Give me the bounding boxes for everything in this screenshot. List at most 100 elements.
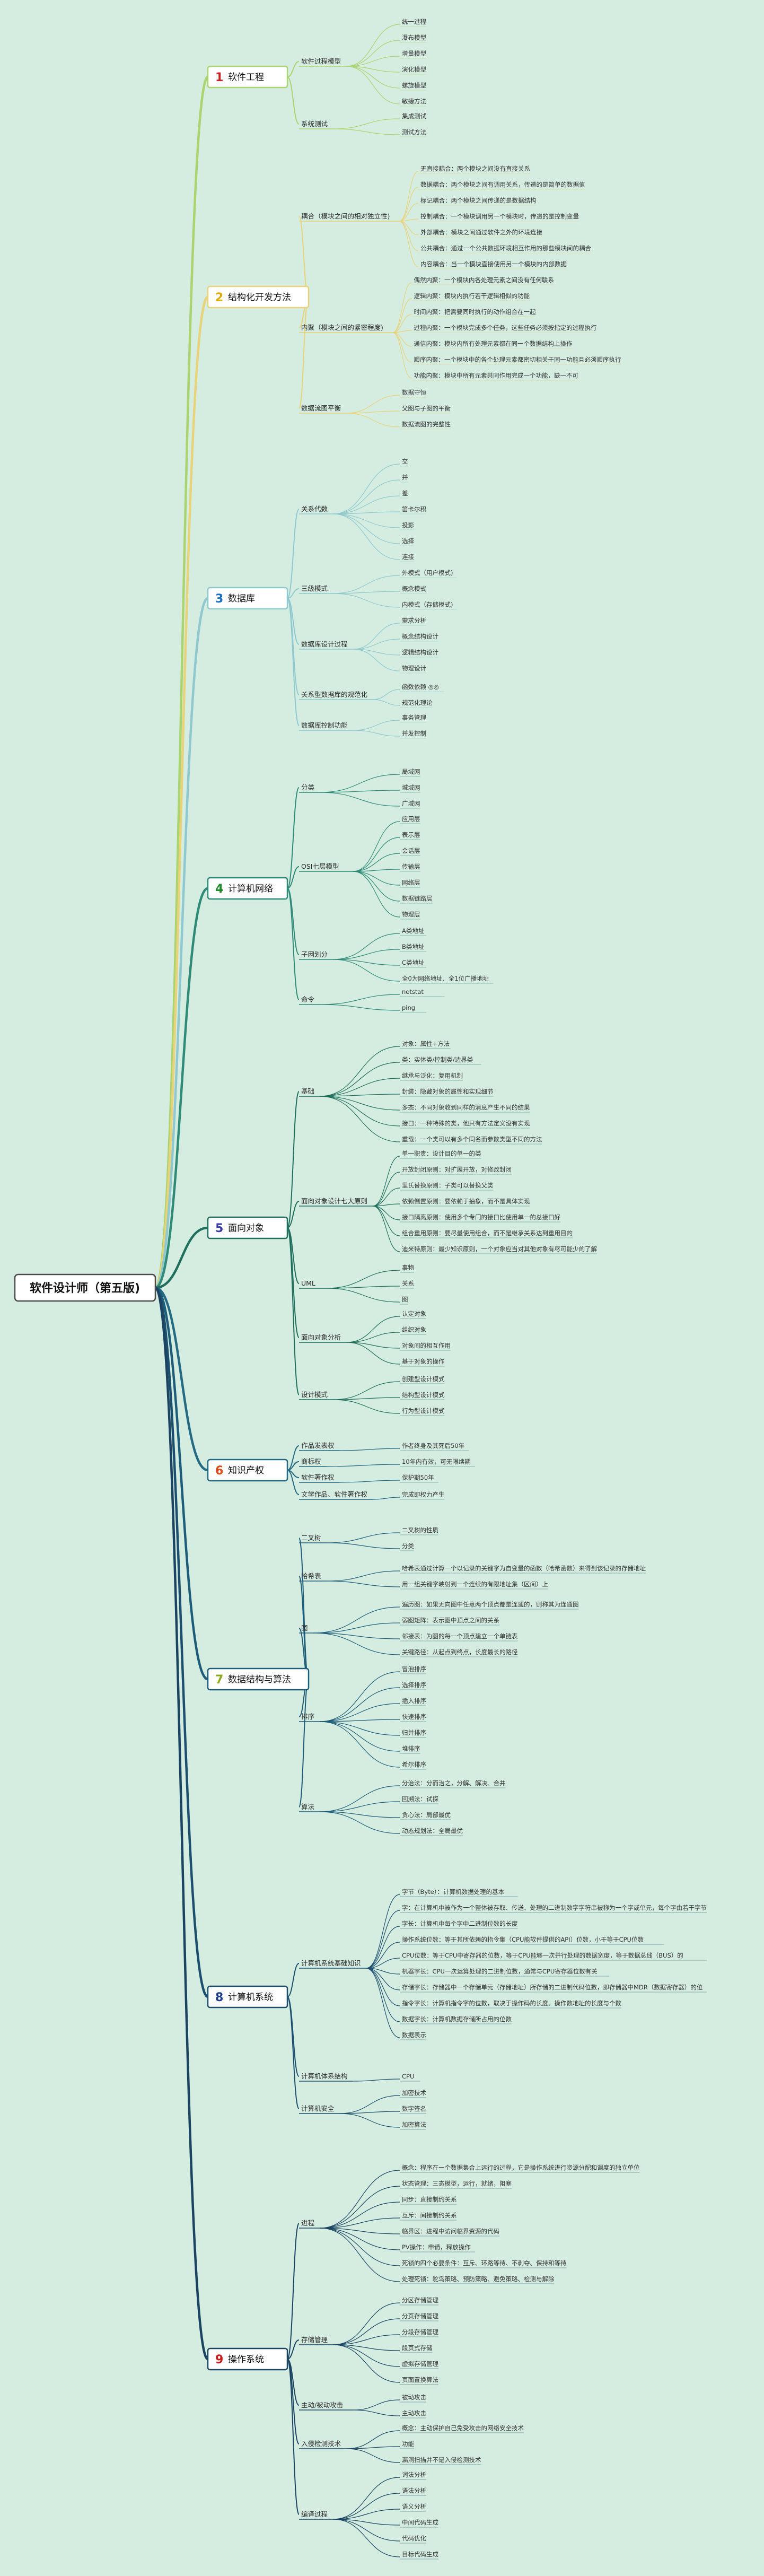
leaf-node[interactable]: 事务管理	[400, 714, 426, 723]
topic-node[interactable]: 数据流图平衡	[299, 404, 346, 414]
topic-node[interactable]: 文学作品、软件著作权	[299, 1490, 373, 1500]
leaf-node[interactable]: 全0为网络地址、全1位广播地址	[400, 975, 494, 984]
leaf-node[interactable]: 测试方法	[400, 128, 426, 137]
leaf-node[interactable]: 偶然内聚：一个模块内各处理元素之间没有任何联系	[411, 276, 555, 285]
leaf-node[interactable]: 螺旋模型	[400, 82, 426, 91]
leaf-node[interactable]: 交	[400, 458, 408, 467]
leaf-node[interactable]: 笛卡尔积	[400, 505, 426, 514]
topic-node[interactable]: 排序	[299, 1713, 320, 1722]
leaf-node[interactable]: 分区存储管理	[400, 2296, 438, 2306]
leaf-node[interactable]: 临界区：进程中访问临界资源的代码	[400, 2228, 499, 2237]
leaf-node[interactable]: 公共耦合：通过一个公共数据环境相互作用的那些模块间的耦合	[418, 244, 591, 254]
leaf-node[interactable]: 机器字长：CPU一次运算处理的二进制位数，通常与CPU寄存器位数有关	[400, 1968, 609, 1977]
topic-node[interactable]: 内聚（模块之间的紧密程度)	[299, 324, 393, 333]
leaf-node[interactable]: 继承与泛化：复用机制	[400, 1072, 463, 1081]
leaf-node[interactable]: B类地址	[400, 943, 426, 952]
leaf-node[interactable]: 外部耦合：模块之间通过软件之外的环境连接	[418, 229, 542, 238]
leaf-node[interactable]: 城域网	[400, 784, 420, 793]
topic-node[interactable]: 关系型数据库的规范化	[299, 691, 373, 700]
leaf-node[interactable]: 快速排序	[400, 1713, 426, 1722]
leaf-node[interactable]: 字：在计算机中被作为一个整体被存取、传送、处理的二进制数字字符串被称为一个字或单…	[400, 1904, 707, 1913]
leaf-node[interactable]: 组织对象	[400, 1326, 426, 1335]
leaf-node[interactable]: 页面置换算法	[400, 2376, 438, 2385]
leaf-node[interactable]: 概念模式	[400, 585, 426, 594]
leaf-node[interactable]: 创建型设计模式	[400, 1375, 445, 1384]
leaf-node[interactable]: 堆排序	[400, 1745, 420, 1754]
topic-node[interactable]: 计算机系统基础知识	[299, 1959, 366, 1969]
leaf-node[interactable]: 内容耦合：当一个模块直接使用另一个模块的内部数据	[418, 260, 567, 269]
leaf-node[interactable]: 物理设计	[400, 665, 426, 674]
topic-node[interactable]: 计算机安全	[299, 2105, 340, 2114]
leaf-node[interactable]: 单一职责：设计目的单一的类	[400, 1150, 481, 1159]
leaf-node[interactable]: 漏洞扫描并不是入侵检测技术	[400, 2456, 481, 2465]
leaf-node[interactable]: 字节（Byte）：计算机数据处理的基本	[400, 1888, 518, 1897]
leaf-node[interactable]: 分治法：分而治之，分解、解决、合并	[400, 1779, 506, 1788]
leaf-node[interactable]: 遍历图：如果无向图中任意两个顶点都是连通的，则称其为连通图	[400, 1601, 579, 1610]
root-node[interactable]: 软件设计师（第五版)	[14, 1273, 156, 1302]
leaf-node[interactable]: 虚拟存储管理	[400, 2360, 438, 2369]
topic-node[interactable]: 存储管理	[299, 2336, 333, 2345]
leaf-node[interactable]: 代码优化	[400, 2535, 426, 2544]
leaf-node[interactable]: 迪米特原则：最少知识原则，一个对象应当对其他对象有尽可能少的了解	[400, 1245, 597, 1254]
topic-node[interactable]: 子网划分	[299, 950, 333, 960]
leaf-node[interactable]: 重载：一个类可以有多个同名而参数类型不同的方法	[400, 1136, 542, 1145]
leaf-node[interactable]: 投影	[400, 521, 414, 530]
leaf-node[interactable]: 应用层	[400, 815, 420, 824]
leaf-node[interactable]: 字长：计算机中每个字中二进制位数的长度	[400, 1920, 518, 1929]
leaf-node[interactable]: 用一组关键字映射到一个连续的有限地址集（区间）上	[400, 1580, 548, 1590]
leaf-node[interactable]: 概念：主动保护自己免受攻击的网络安全技术	[400, 2424, 524, 2433]
topic-node[interactable]: 算法	[299, 1803, 320, 1812]
topic-node[interactable]: 命令	[299, 996, 320, 1005]
leaf-node[interactable]: 希尔排序	[400, 1761, 426, 1770]
leaf-node[interactable]: 被动攻击	[400, 2394, 426, 2403]
leaf-node[interactable]: 数据链路层	[400, 895, 433, 904]
leaf-node[interactable]: 数据字长：计算机数据存储所占用的位数	[400, 2015, 512, 2024]
leaf-node[interactable]: ping	[400, 1004, 426, 1013]
leaf-node[interactable]: 认定对象	[400, 1310, 426, 1319]
leaf-node[interactable]: 10年内有效，可无限续期	[400, 1458, 475, 1467]
leaf-node[interactable]: 关系	[400, 1280, 414, 1289]
leaf-node[interactable]: 段页式存储	[400, 2344, 433, 2353]
leaf-node[interactable]: 函数依赖 ◎◎	[400, 683, 445, 692]
leaf-node[interactable]: 加密算法	[400, 2121, 426, 2130]
leaf-node[interactable]: 演化模型	[400, 66, 426, 75]
leaf-node[interactable]: PV操作：申请，释放操作	[400, 2243, 475, 2252]
leaf-node[interactable]: 目标代码生成	[400, 2551, 438, 2560]
leaf-node[interactable]: 完成即权力产生	[400, 1491, 445, 1500]
topic-node[interactable]: 设计模式	[299, 1391, 333, 1400]
leaf-node[interactable]: 时间内聚：把需要同时执行的动作组合在一起	[411, 308, 536, 317]
leaf-node[interactable]: 逻辑结构设计	[400, 649, 438, 658]
leaf-node[interactable]: 连接	[400, 553, 414, 562]
leaf-node[interactable]: 指令字长：计算机指令字的位数，取决于操作码的长度、操作数地址的长度与个数	[400, 1999, 621, 2009]
leaf-node[interactable]: 动态规划法：全局最优	[400, 1827, 463, 1836]
leaf-node[interactable]: 加密技术	[400, 2089, 426, 2098]
leaf-node[interactable]: 主动攻击	[400, 2409, 426, 2418]
leaf-node[interactable]: 结构型设计模式	[400, 1391, 445, 1400]
topic-node[interactable]: 作品发表权	[299, 1442, 340, 1451]
leaf-node[interactable]: 对象间的相互作用	[400, 1342, 451, 1351]
leaf-node[interactable]: 选择	[400, 537, 414, 546]
leaf-node[interactable]: netstat	[400, 988, 445, 997]
topic-node[interactable]: 耦合（模块之间的相对独立性)	[299, 212, 399, 222]
leaf-node[interactable]: 选择排序	[400, 1681, 426, 1690]
leaf-node[interactable]: 功能内聚：模块中所有元素共同作用完成一个功能，缺一不可	[411, 372, 579, 381]
leaf-node[interactable]: 多态：不同对象收到同样的消息产生不同的结果	[400, 1104, 530, 1113]
leaf-node[interactable]: 瀑布模型	[400, 34, 426, 43]
leaf-node[interactable]: C类地址	[400, 959, 426, 968]
topic-node[interactable]: 入侵检测技术	[299, 2440, 346, 2449]
leaf-node[interactable]: 组合重用原则：要尽量使用组合，而不是继承关系达到重用目的	[400, 1229, 573, 1238]
leaf-node[interactable]: 二叉树的性质	[400, 1526, 438, 1535]
leaf-node[interactable]: 父图与子图的平衡	[400, 405, 451, 414]
topic-node[interactable]: 关系代数	[299, 505, 333, 514]
leaf-node[interactable]: CPU位数：等于CPU中寄存器的位数，等于CPU能够一次并行处理的数据宽度，等于…	[400, 1952, 707, 1961]
leaf-node[interactable]: 图	[400, 1296, 408, 1305]
leaf-node[interactable]: 概念结构设计	[400, 633, 438, 642]
leaf-node[interactable]: 类：实体类/控制类/边界类	[400, 1056, 481, 1065]
leaf-node[interactable]: 贪心法：局部最优	[400, 1811, 451, 1820]
leaf-node[interactable]: 互斥：间接制约关系	[400, 2212, 457, 2221]
